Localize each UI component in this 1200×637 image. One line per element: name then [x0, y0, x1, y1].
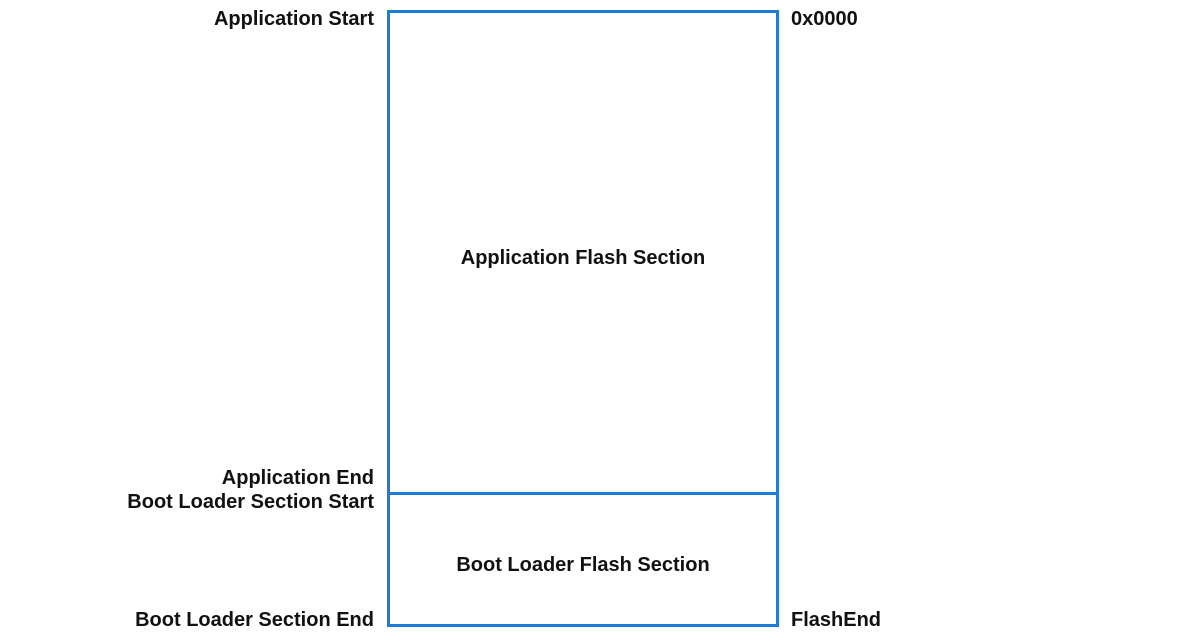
flash-end-address-label: FlashEnd: [791, 609, 882, 631]
application-flash-section-label: Application Flash Section: [460, 247, 706, 269]
boot-loader-section-end-label: Boot Loader Section End: [135, 609, 374, 631]
application-start-label: Application Start: [213, 8, 374, 30]
boot-loader-flash-section-label: Boot Loader Flash Section: [456, 554, 710, 576]
flash-memory-map: Application Flash Section Boot Loader Fl…: [387, 10, 779, 627]
boot-loader-section-start-label: Boot Loader Section Start: [127, 491, 374, 513]
application-end-label: Application End: [221, 467, 374, 489]
section-divider: [390, 492, 776, 495]
start-address-label: 0x0000: [791, 8, 858, 30]
